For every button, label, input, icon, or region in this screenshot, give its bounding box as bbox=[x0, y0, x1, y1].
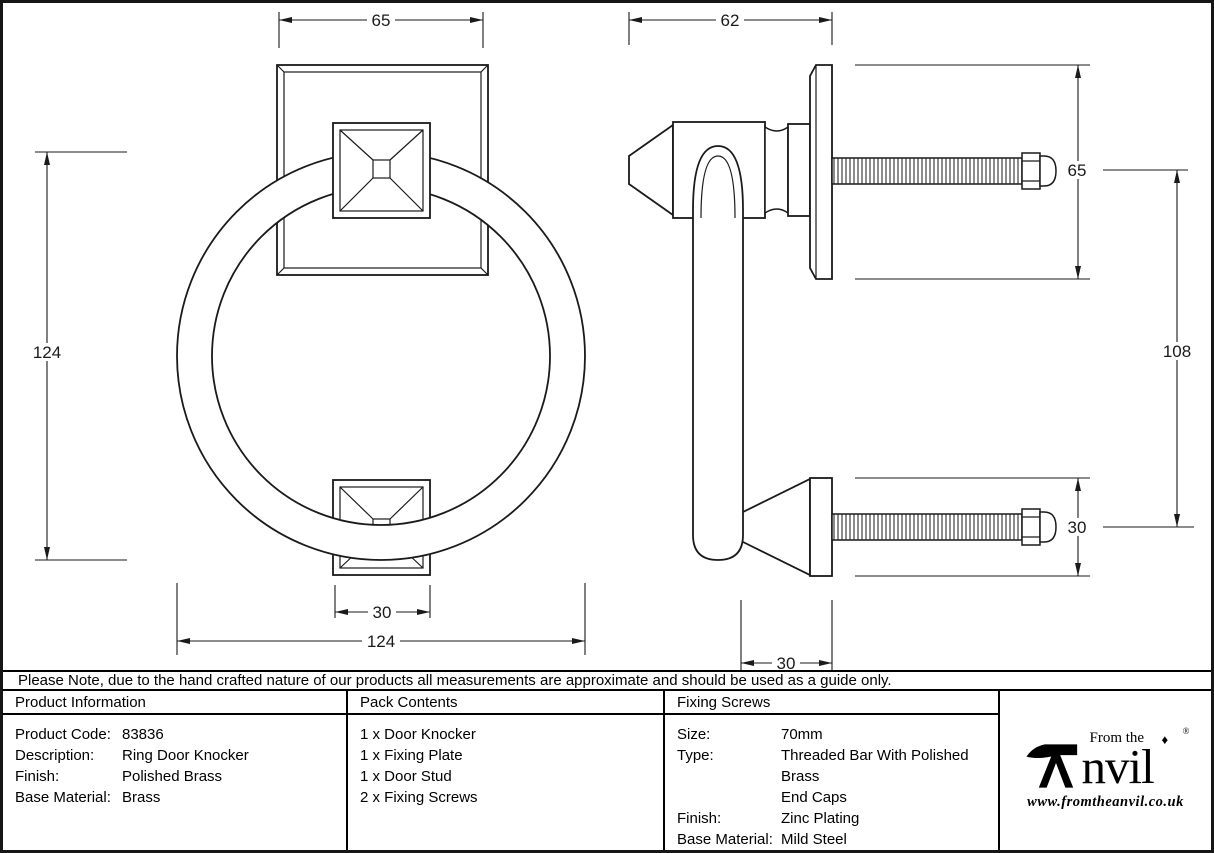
dim-front-plate-width: 65 bbox=[278, 11, 484, 48]
row-label: Description: bbox=[15, 747, 95, 764]
row-label: Type: bbox=[677, 747, 714, 764]
front-view: 65 124 30 bbox=[28, 11, 586, 655]
dim-label-front-overall-width: 124 bbox=[367, 632, 395, 651]
product-information-body: Product Code: 83836 Description: Ring Do… bbox=[3, 715, 346, 850]
pack-item: 1 x Fixing Plate bbox=[360, 747, 463, 764]
pack-item: 1 x Door Stud bbox=[360, 768, 452, 785]
threaded-bar-bottom bbox=[831, 508, 1057, 546]
dim-side-depth: 62 bbox=[628, 11, 833, 45]
stud-cone-side bbox=[740, 477, 811, 577]
row-label: Size: bbox=[677, 726, 711, 743]
dim-side-plate-height: 65 bbox=[855, 64, 1092, 280]
registered-trademark-symbol: ® bbox=[1182, 726, 1190, 736]
knob-cone-side bbox=[628, 123, 674, 217]
product-information-column: Product Information Product Code: 83836 … bbox=[3, 691, 348, 850]
pack-contents-body: 1 x Door Knocker 1 x Fixing Plate 1 x Do… bbox=[348, 715, 663, 850]
table-row: End Caps bbox=[677, 787, 992, 808]
row-label: Product Code: bbox=[15, 726, 111, 743]
table-row: Type: Threaded Bar With Polished Brass bbox=[677, 745, 992, 787]
fixing-screws-body: Size: 70mm Type: Threaded Bar With Polis… bbox=[665, 715, 998, 850]
row-value: Polished Brass bbox=[122, 768, 223, 785]
dim-label-side-plate-height: 65 bbox=[1068, 161, 1087, 180]
dim-label-side-stud-height: 30 bbox=[1068, 518, 1087, 537]
knob-neck-side bbox=[764, 125, 789, 215]
dim-side-stud-height: 30 bbox=[855, 477, 1091, 577]
row-value: Ring Door Knocker bbox=[122, 747, 249, 764]
brand-website-url: www.fromtheanvil.co.uk bbox=[1027, 794, 1184, 810]
dim-label-front-ring-height: 124 bbox=[33, 343, 61, 362]
row-value: Threaded Bar With Polished Brass bbox=[781, 747, 969, 785]
end-cap-bottom bbox=[1039, 511, 1057, 543]
dim-front-stud-width: 30 bbox=[334, 585, 431, 622]
door-knocker-drawing: 65 124 30 bbox=[28, 11, 1197, 670]
anvil-icon bbox=[1025, 744, 1077, 788]
fixing-screws-header: Fixing Screws bbox=[665, 691, 998, 715]
end-cap-top bbox=[1039, 155, 1057, 187]
pack-contents-header: Pack Contents bbox=[348, 691, 663, 715]
knocker-ring-side bbox=[692, 145, 744, 561]
stud-plate-side bbox=[809, 477, 833, 577]
table-row: Base Material: Brass bbox=[15, 787, 340, 808]
row-label: Finish: bbox=[15, 768, 60, 785]
diamond-icon: ♦ bbox=[1161, 732, 1169, 747]
row-value: End Caps bbox=[781, 789, 847, 806]
brand-name-text: nvil bbox=[1081, 739, 1155, 794]
side-view: 62 65 108 bbox=[628, 11, 1197, 670]
dim-label-side-overall-height: 108 bbox=[1163, 342, 1191, 361]
row-value: 70mm bbox=[781, 726, 823, 743]
brand-logo: From the ♦ ® nvil www.fromtheanvil.co.uk bbox=[1025, 726, 1190, 811]
threaded-bar-top bbox=[831, 152, 1057, 190]
row-label: Base Material: bbox=[677, 831, 773, 848]
dim-label-front-plate-width: 65 bbox=[372, 11, 391, 30]
row-value: Zinc Plating bbox=[781, 810, 860, 827]
dim-side-stud-depth: 30 bbox=[740, 600, 833, 670]
fixing-plate-side bbox=[809, 64, 833, 280]
table-row: Base Material: Mild Steel bbox=[677, 829, 992, 850]
pack-item: 2 x Fixing Screws bbox=[360, 789, 478, 806]
brand-wordmark: From the ♦ ® nvil bbox=[1025, 726, 1190, 794]
pack-contents-column: Pack Contents 1 x Door Knocker 1 x Fixin… bbox=[348, 691, 665, 850]
measurement-note-text: Please Note, due to the hand crafted nat… bbox=[18, 672, 892, 689]
dim-label-side-stud-depth: 30 bbox=[777, 654, 796, 670]
brand-prefix-text: From the bbox=[1089, 730, 1145, 746]
technical-drawing-area: 65 124 30 bbox=[3, 3, 1211, 670]
knob-collar-side bbox=[787, 123, 811, 217]
row-value: Brass bbox=[122, 789, 161, 806]
dim-front-ring-height: 124 bbox=[28, 151, 127, 561]
table-row: Description: Ring Door Knocker bbox=[15, 745, 340, 766]
knocker-ring-front bbox=[176, 151, 586, 561]
pack-item: 1 x Door Knocker bbox=[360, 726, 476, 743]
dim-front-overall-width: 124 bbox=[176, 583, 586, 655]
row-value: Mild Steel bbox=[781, 831, 847, 848]
centre-boss-front bbox=[332, 122, 431, 219]
dim-side-overall-height: 108 bbox=[1103, 169, 1197, 528]
product-information-header: Product Information bbox=[3, 691, 346, 715]
table-row: Product Code: 83836 bbox=[15, 724, 340, 745]
fixing-screws-column: Fixing Screws Size: 70mm Type: Threaded … bbox=[665, 691, 1000, 850]
nut-bottom bbox=[1021, 508, 1041, 546]
measurement-note-bar: Please Note, due to the hand crafted nat… bbox=[3, 670, 1211, 691]
product-spec-table: Product Information Product Code: 83836 … bbox=[3, 691, 1211, 850]
brand-logo-cell: From the ♦ ® nvil www.fromtheanvil.co.uk bbox=[1000, 691, 1211, 850]
row-label: Base Material: bbox=[15, 789, 111, 806]
dim-label-front-stud-width: 30 bbox=[373, 603, 392, 622]
nut-top bbox=[1021, 152, 1041, 190]
row-label bbox=[677, 787, 781, 808]
dim-label-side-depth: 62 bbox=[721, 11, 740, 30]
row-value: 83836 bbox=[122, 726, 164, 743]
row-label: Finish: bbox=[677, 810, 722, 827]
table-row: Size: 70mm bbox=[677, 724, 992, 745]
table-row: Finish: Zinc Plating bbox=[677, 808, 992, 829]
table-row: Finish: Polished Brass bbox=[15, 766, 340, 787]
